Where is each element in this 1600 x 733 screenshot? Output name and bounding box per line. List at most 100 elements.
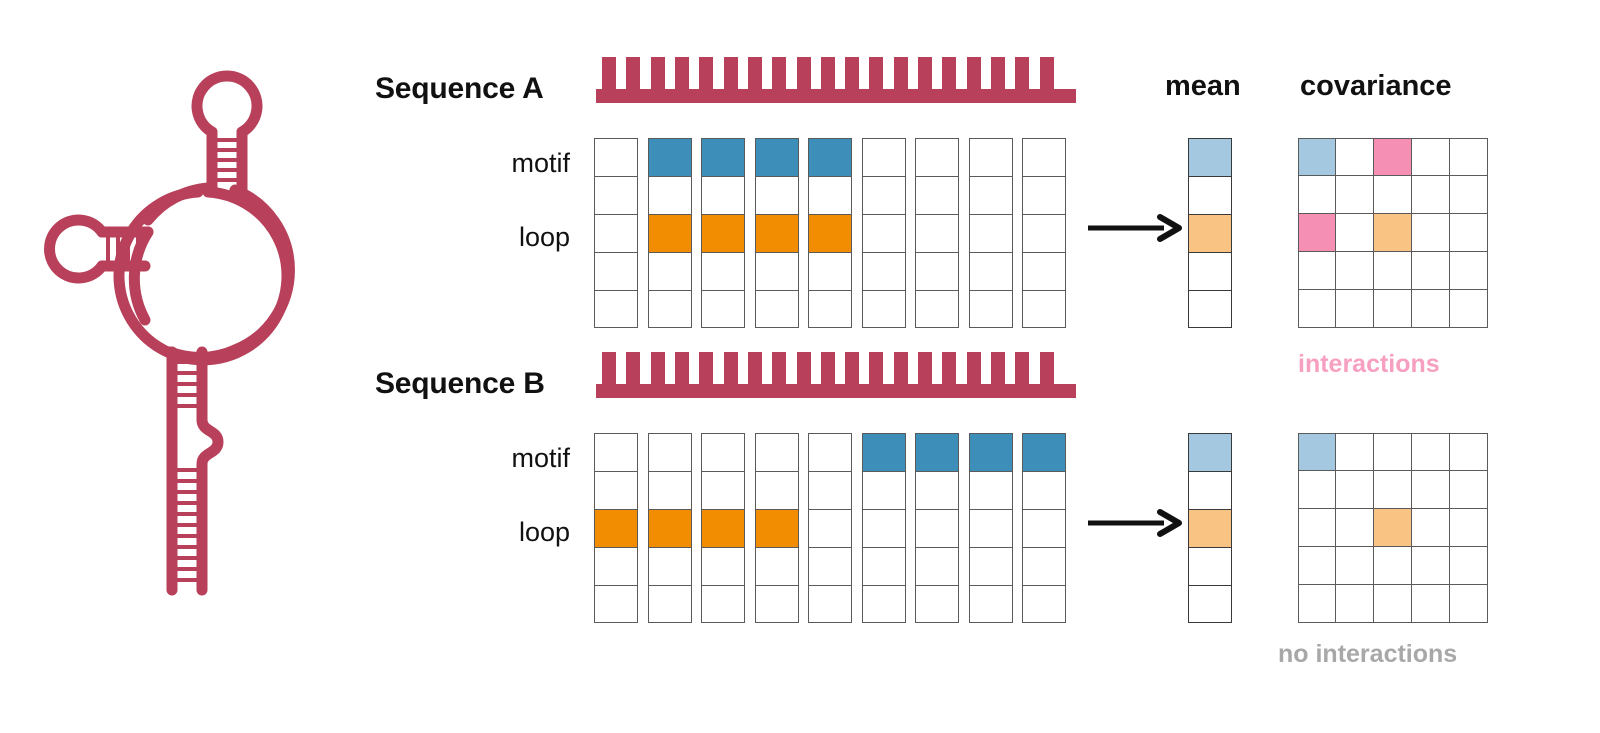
no-interactions-note: no interactions (1278, 640, 1458, 668)
onehot-cell (594, 509, 638, 547)
row-label-motif-a: motif (511, 148, 570, 178)
sequence-bar-tooth (893, 57, 908, 89)
onehot-cell (808, 290, 852, 328)
sequence-bar-tooth (674, 352, 689, 384)
onehot-cell (754, 138, 799, 176)
row-label-loop-a: loop (518, 222, 570, 252)
covariance-cell (1450, 290, 1488, 328)
covariance-cell (1412, 585, 1450, 623)
onehot-cell (754, 585, 799, 623)
covariance-cell (1298, 471, 1336, 509)
covariance-cell (1298, 547, 1336, 585)
onehot-cell (594, 138, 638, 176)
mean-cell (1188, 290, 1232, 328)
sequence-bar-tooth (991, 57, 1006, 89)
onehot-cell (754, 176, 799, 214)
sequence-bar-tooth (602, 352, 616, 384)
covariance-cell (1336, 509, 1374, 547)
onehot-cell (915, 214, 959, 252)
sequence-b-covariance-matrix (1298, 433, 1488, 623)
covariance-cell (1336, 433, 1374, 471)
central-loop-left-lower-arc (128, 226, 154, 326)
covariance-cell (1412, 471, 1450, 509)
covariance-cell (1412, 176, 1450, 214)
left-stem-rungs (106, 236, 140, 262)
mean-cell (1188, 509, 1232, 547)
onehot-cell (808, 547, 852, 585)
sequence-b-title: Sequence B (375, 367, 545, 400)
sequence-bar-tooth (796, 352, 811, 384)
onehot-cell (808, 433, 852, 471)
central-loop-upper-arc (142, 182, 214, 226)
onehot-column (1022, 433, 1066, 623)
onehot-cell (968, 509, 1013, 547)
sequence-bar-tooth (918, 352, 933, 384)
sequence-bar-tooth (918, 57, 933, 89)
sequence-a-title: Sequence A (375, 72, 544, 105)
onehot-cell (1022, 433, 1066, 471)
onehot-column (754, 433, 799, 623)
onehot-column (647, 138, 692, 328)
onehot-cell (861, 433, 906, 471)
sequence-bar-tooth (820, 57, 835, 89)
onehot-cell (861, 547, 906, 585)
left-hairpin-loop (44, 214, 108, 284)
onehot-cell (1022, 290, 1066, 328)
sequence-bar-tooth (893, 352, 908, 384)
onehot-cell (861, 176, 906, 214)
mean-cell (1188, 433, 1232, 471)
covariance-cell (1336, 252, 1374, 290)
sequence-bar-tooth (869, 57, 884, 89)
arrow-a (1086, 213, 1182, 248)
onehot-cell (647, 214, 692, 252)
sequence-a-onehot-grid (594, 138, 1076, 328)
onehot-column (701, 433, 745, 623)
onehot-cell (701, 290, 745, 328)
onehot-cell (754, 214, 799, 252)
sequence-bar-tooth (723, 352, 738, 384)
onehot-column (754, 138, 799, 328)
covariance-cell (1336, 214, 1374, 252)
onehot-cell (594, 176, 638, 214)
onehot-cell (647, 176, 692, 214)
covariance-cell (1412, 509, 1450, 547)
onehot-column (968, 433, 1013, 623)
covariance-cell (1298, 585, 1336, 623)
sequence-bar-tooth (772, 352, 787, 384)
onehot-cell (808, 138, 852, 176)
onehot-cell (915, 290, 959, 328)
onehot-cell (594, 585, 638, 623)
onehot-cell (915, 471, 959, 509)
sequence-bar-tooth (796, 57, 811, 89)
onehot-cell (861, 509, 906, 547)
onehot-cell (968, 547, 1013, 585)
covariance-cell (1450, 176, 1488, 214)
bottom-stem-rungs (176, 360, 198, 582)
onehot-cell (861, 585, 906, 623)
onehot-cell (808, 176, 852, 214)
onehot-cell (968, 290, 1013, 328)
sequence-bar-base (596, 89, 1076, 103)
onehot-cell (861, 138, 906, 176)
sequence-bar-tooth (674, 57, 689, 89)
onehot-cell (594, 252, 638, 290)
covariance-cell (1298, 138, 1336, 176)
covariance-cell (1412, 214, 1450, 252)
onehot-column (594, 433, 638, 623)
covariance-cell (1374, 509, 1412, 547)
covariance-cell (1374, 471, 1412, 509)
sequence-b-onehot-grid (594, 433, 1076, 623)
onehot-cell (915, 252, 959, 290)
onehot-cell (968, 214, 1013, 252)
sequence-bar-tooth (845, 57, 860, 89)
onehot-cell (808, 509, 852, 547)
covariance-cell (1450, 471, 1488, 509)
sequence-bar-tooth (942, 57, 957, 89)
onehot-column (915, 138, 959, 328)
onehot-cell (754, 252, 799, 290)
sequence-bar-tooth (602, 57, 616, 89)
row-label-loop-b: loop (518, 517, 570, 547)
sequence-bar-tooth (650, 352, 665, 384)
onehot-cell (915, 585, 959, 623)
